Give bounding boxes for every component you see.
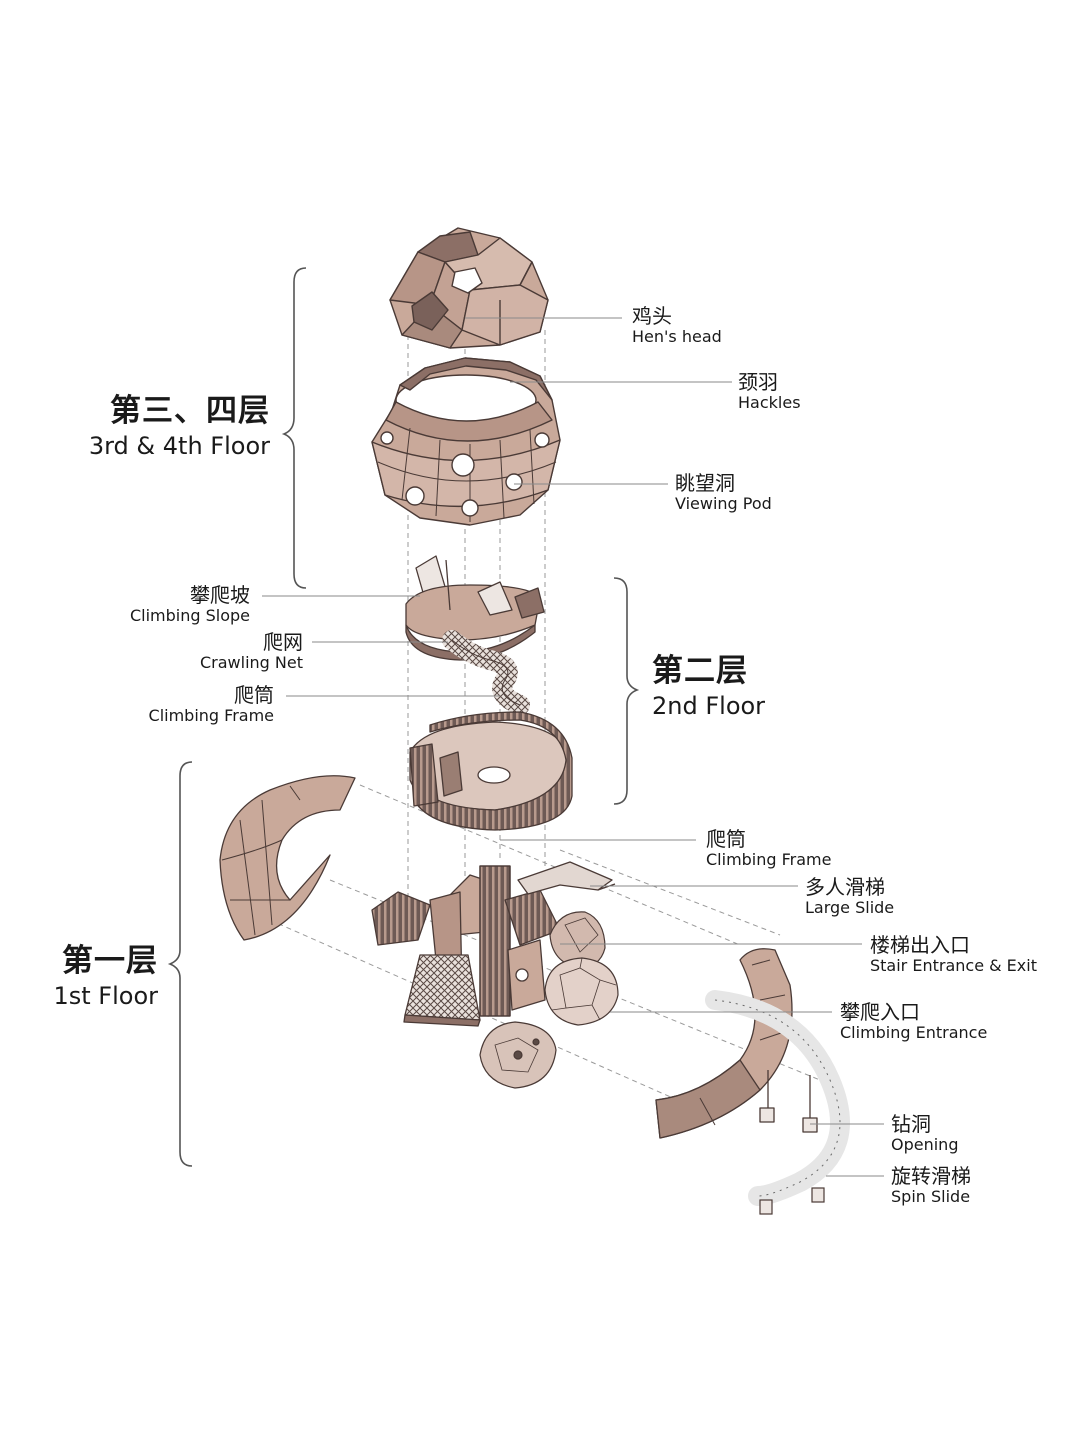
floor-title-zh: 第一层: [62, 943, 158, 979]
left-wing-shell: [219, 775, 356, 941]
deck-hole: [477, 766, 511, 784]
bracket-2nd-floor: [613, 577, 640, 805]
hens-head-dome: [389, 227, 549, 349]
floor-title-en: 3rd & 4th Floor: [88, 432, 270, 460]
spin-slide-tube: [705, 990, 850, 1206]
viewing-pod-window: [461, 499, 479, 517]
floor-label-1st: 第一层 1st Floor: [40, 942, 158, 1012]
viewing-pod-window: [405, 486, 425, 506]
viewing-pod-window: [451, 453, 475, 477]
floor-title-en: 1st Floor: [53, 982, 158, 1010]
slide-supports: [759, 1187, 825, 1215]
floor-label-3rd-4th: 第三、四层 3rd & 4th Floor: [70, 392, 270, 462]
label-spin-slide: 旋转滑梯 Spin Slide: [891, 1164, 971, 1206]
climbing-frame-tower: [479, 865, 511, 1017]
label-large-slide: 多人滑梯 Large Slide: [805, 875, 895, 917]
climbing-slope-platform: [405, 555, 545, 661]
label-climbing-entrance: 攀爬入口 Climbing Entrance: [840, 1000, 988, 1042]
right-wing-shell: [655, 948, 818, 1139]
bracket-1st-floor: [167, 761, 193, 1167]
floor-label-2nd: 第二层 2nd Floor: [652, 652, 765, 722]
head-eye-window: [451, 267, 483, 294]
viewing-pod-window: [505, 473, 523, 491]
hackles-ring: [371, 357, 561, 526]
label-crawling-net: 爬网 Crawling Net: [200, 630, 303, 672]
label-climbing-slope: 攀爬坡 Climbing Slope: [129, 583, 250, 625]
label-climbing-frame-2nd: 爬筒 Climbing Frame: [148, 683, 274, 725]
label-hackles: 颈羽 Hackles: [738, 370, 801, 412]
label-viewing-pod: 眺望洞 Viewing Pod: [675, 471, 772, 513]
leader-lines: [262, 317, 884, 1177]
second-floor-deck: [409, 711, 573, 831]
floor-title-zh: 第二层: [652, 653, 748, 689]
floor-title-en: 2nd Floor: [652, 692, 766, 720]
label-opening: 钻洞 Opening: [891, 1112, 959, 1154]
bracket-3rd-4th-floor: [281, 267, 307, 589]
label-stair-entrance: 楼梯出入口 Stair Entrance & Exit: [870, 933, 1037, 975]
floor-title-zh: 第三、四层: [110, 393, 270, 429]
stair-entrance: [404, 954, 481, 1021]
crawling-net-tube: [442, 630, 530, 715]
floor-brackets: [167, 267, 640, 1167]
boulder-pods: [479, 911, 619, 1089]
large-slide: [517, 861, 613, 895]
viewing-pod-window: [380, 431, 394, 445]
label-hens-head: 鸡头 Hen's head: [632, 304, 722, 346]
head-beak: [411, 291, 449, 331]
viewing-pod-window: [534, 432, 550, 448]
label-climbing-frame-1st: 爬筒 Climbing Frame: [706, 827, 832, 869]
